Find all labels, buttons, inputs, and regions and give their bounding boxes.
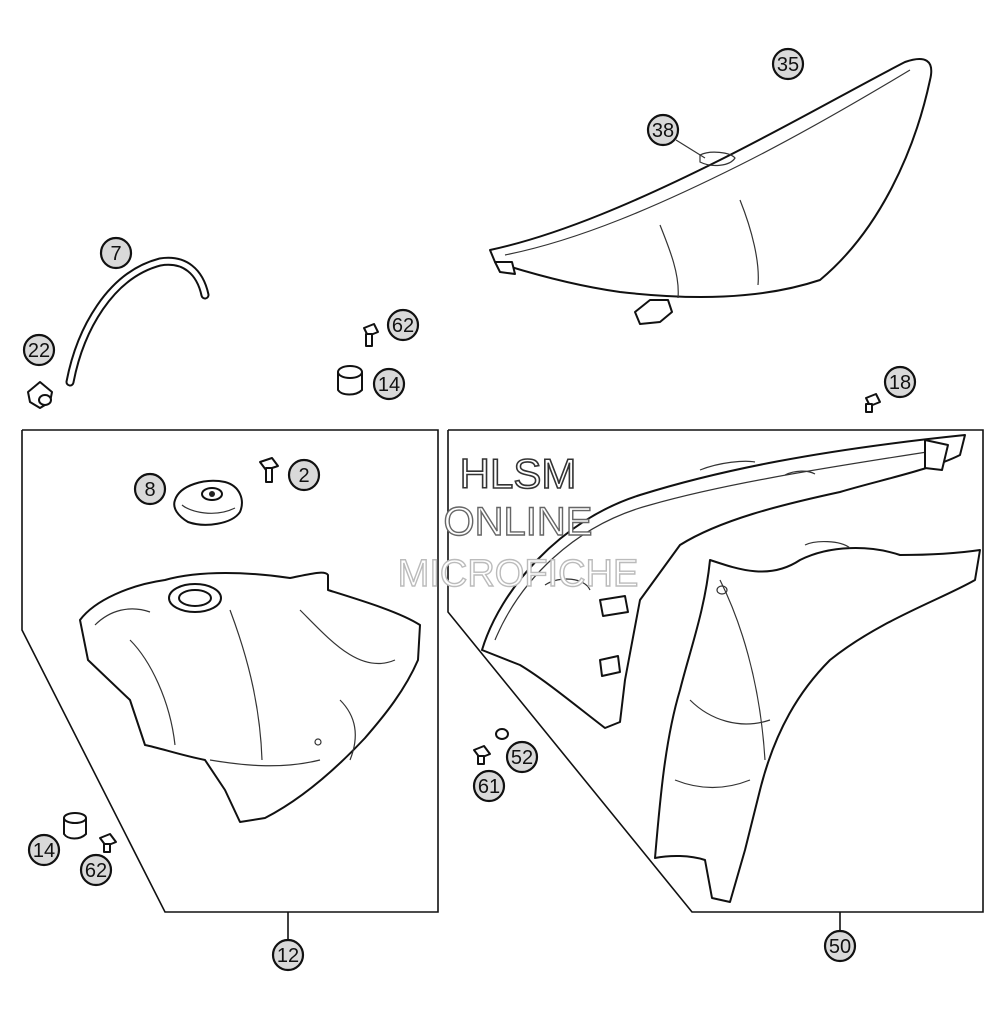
spacer-upper [337, 365, 363, 396]
screw-upper [363, 323, 379, 347]
svg-text:50: 50 [829, 936, 851, 958]
svg-text:14: 14 [378, 374, 400, 396]
callout-52[interactable]: 52 [505, 740, 539, 774]
watermark-line-2: ONLINE [444, 500, 593, 544]
spoiler-group-frame [447, 429, 984, 913]
tank-group-frame [21, 429, 439, 913]
svg-text:22: 22 [28, 340, 50, 362]
seat [489, 58, 933, 325]
screw-2 [259, 457, 279, 483]
svg-text:12: 12 [277, 945, 299, 967]
svg-text:38: 38 [652, 120, 674, 142]
screw-61 [473, 745, 491, 765]
radiator-spoiler-upper [481, 434, 966, 729]
callout-50[interactable]: 50 [823, 929, 857, 963]
fuel-hose [65, 256, 210, 387]
svg-text:62: 62 [85, 860, 107, 882]
radiator-spoiler-lower [654, 541, 981, 903]
callout-14-upper[interactable]: 14 [372, 367, 406, 401]
callout-18[interactable]: 18 [883, 365, 917, 399]
svg-text:2: 2 [298, 465, 309, 487]
callout-35[interactable]: 35 [771, 47, 805, 81]
svg-text:14: 14 [33, 840, 55, 862]
hose-fitting [27, 381, 53, 409]
screw-lower [99, 833, 117, 853]
callout-12[interactable]: 12 [271, 938, 305, 972]
fuel-tank [79, 571, 421, 823]
svg-text:8: 8 [144, 479, 155, 501]
svg-text:62: 62 [392, 315, 414, 337]
callout-22[interactable]: 22 [22, 333, 56, 367]
spacer-lower [63, 812, 87, 840]
watermark: HLSM ONLINE MICROFICHE [397, 449, 639, 596]
callout-14-lower[interactable]: 14 [27, 833, 61, 867]
leader-38 [675, 139, 706, 159]
svg-text:35: 35 [777, 54, 799, 76]
svg-text:18: 18 [889, 372, 911, 394]
watermark-line-1: HLSM [460, 450, 577, 497]
washer-52 [495, 728, 509, 740]
tank-cap [173, 480, 243, 526]
callout-38[interactable]: 38 [646, 113, 680, 147]
watermark-line-3: MICROFICHE [398, 553, 639, 595]
svg-text:52: 52 [511, 747, 533, 769]
callout-2[interactable]: 2 [287, 458, 321, 492]
svg-text:7: 7 [110, 243, 121, 265]
callout-8[interactable]: 8 [133, 472, 167, 506]
callout-61[interactable]: 61 [472, 769, 506, 803]
callout-62-upper[interactable]: 62 [386, 308, 420, 342]
callout-7[interactable]: 7 [99, 236, 133, 270]
callout-62-lower[interactable]: 62 [79, 853, 113, 887]
svg-text:61: 61 [478, 776, 500, 798]
screw-18 [865, 393, 881, 413]
